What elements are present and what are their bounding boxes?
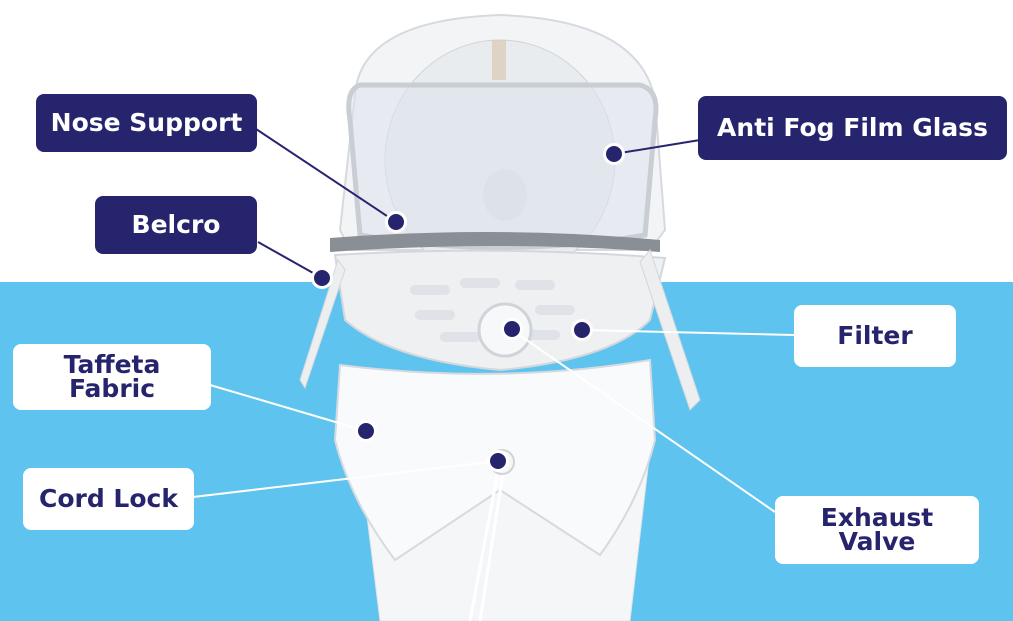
leader-anti-fog <box>613 139 701 155</box>
marker-exhaust-valve <box>501 318 523 340</box>
leader-filter <box>581 329 795 336</box>
marker-anti-fog <box>603 143 625 165</box>
cord <box>468 459 507 621</box>
label-taffeta-fabric: Taffeta Fabric <box>13 344 211 410</box>
visor <box>346 82 659 250</box>
label-cord-lock: Cord Lock <box>23 468 194 530</box>
top-strap <box>492 40 506 80</box>
label-exhaust-valve: Exhaust Valve <box>775 496 979 564</box>
marker-belcro <box>311 267 333 289</box>
label-anti-fog-film-glass: Anti Fog Film Glass <box>698 96 1007 160</box>
marker-nose-support <box>385 211 407 233</box>
leader-taffeta <box>209 384 367 432</box>
neck-band <box>330 231 660 252</box>
marker-cord-lock <box>487 450 509 472</box>
label-nose-support: Nose Support <box>36 94 257 152</box>
right-strap <box>639 248 701 411</box>
leader-lines-light <box>192 329 795 513</box>
marker-filter <box>571 319 593 341</box>
leader-exhaust <box>511 329 776 513</box>
left-strap <box>299 258 346 390</box>
marker-taffeta <box>355 420 377 442</box>
leader-nose-support <box>249 124 397 223</box>
label-belcro: Belcro <box>95 196 257 254</box>
label-filter: Filter <box>794 305 956 367</box>
filter-slots <box>410 278 575 342</box>
leader-cord-lock <box>192 460 499 498</box>
